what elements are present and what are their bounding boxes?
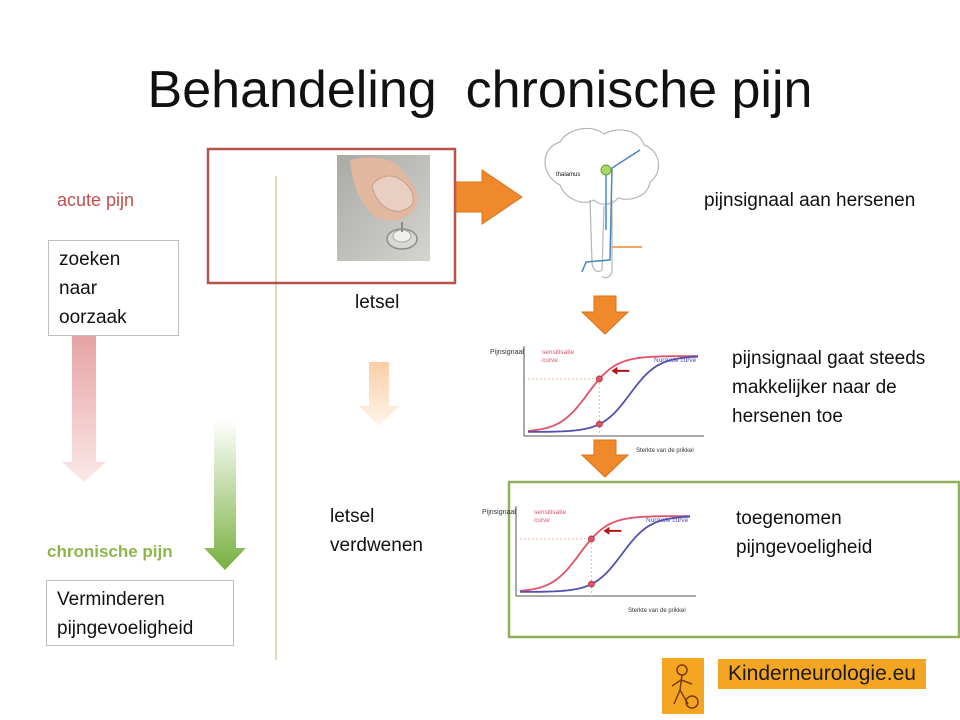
increased-sensitivity-line: pijngevoeligheid <box>736 537 873 558</box>
series-label: sensitisatie <box>542 349 575 356</box>
x-axis-label: Sterkte van de prikkel <box>636 448 694 454</box>
chronic-goal-line: Verminderen <box>57 589 165 610</box>
injury-label: letsel <box>355 292 400 313</box>
sensitivity-frame <box>507 480 960 639</box>
logo-text: Kinderneurologie.eu <box>718 659 926 689</box>
brain-sketch <box>544 127 660 279</box>
x-axis-label: Sterkte van de prikkel <box>628 608 686 614</box>
injury-gone-line: letsel <box>330 506 375 527</box>
page-title: Behandeling chronische pijn <box>147 61 813 119</box>
signal-to-brain-label: pijnsignaal aan hersenen <box>704 190 916 211</box>
data-point <box>588 535 595 543</box>
signal-easier-line: pijnsignaal gaat steeds <box>732 348 926 369</box>
y-axis-label: Pijnsignaal <box>482 509 516 516</box>
logo-figure-icon <box>662 658 704 714</box>
chronic-goal-box: Verminderen pijngevoeligheid <box>46 580 234 646</box>
data-point <box>588 580 595 588</box>
series-line <box>519 515 690 592</box>
increased-sensitivity-line: toegenomen <box>736 508 842 529</box>
arrow-down-2 <box>580 439 630 478</box>
chronic-goal-line: pijngevoeligheid <box>57 618 194 639</box>
acute-pain-label: acute pijn <box>57 190 135 210</box>
shift-arrow-icon <box>611 366 630 375</box>
data-point <box>596 375 603 383</box>
arrow-acute-down <box>62 334 106 482</box>
series-label: Normale curve <box>654 357 697 364</box>
thalamus-dot <box>600 164 612 176</box>
increased-sensitivity-label: toegenomen pijngevoeligheid <box>736 504 872 562</box>
series-line <box>520 515 691 593</box>
shift-arrow-icon <box>603 526 622 535</box>
series-label: curve <box>534 517 550 524</box>
chronic-pain-label: chronische pijn <box>47 542 173 561</box>
series-label: curve <box>542 357 558 364</box>
injury-gone-label: letsel verdwenen <box>330 502 423 560</box>
brain-pathway <box>581 149 641 273</box>
arrow-down-1 <box>580 295 630 335</box>
arrow-middle-down <box>359 362 399 426</box>
data-point <box>596 420 603 428</box>
signal-easier-line: hersenen toe <box>732 406 843 427</box>
series-line <box>527 355 698 432</box>
arrow-chronic-down <box>204 420 246 570</box>
series-line <box>528 355 699 433</box>
thalamus-label: thalamus <box>556 172 581 178</box>
series-label: Normale curve <box>646 517 689 524</box>
acute-goal-line: oorzaak <box>59 307 127 328</box>
acute-goal-line: zoeken <box>59 249 121 270</box>
signal-easier-label: pijnsignaal gaat steeds makkelijker naar… <box>732 344 925 431</box>
acute-goal-box: zoeken naar oorzaak <box>48 240 179 336</box>
person-walking-icon <box>671 664 699 709</box>
injury-frame <box>206 147 457 285</box>
thumb-pin-photo <box>337 155 430 261</box>
y-axis-label: Pijnsignaal <box>490 349 524 356</box>
acute-goal-line: naar <box>59 278 98 299</box>
injury-gone-line: verdwenen <box>330 535 423 556</box>
arrow-to-brain <box>455 169 523 225</box>
signal-easier-line: makkelijker naar de <box>732 377 897 398</box>
series-label: sensitisatie <box>534 509 567 516</box>
